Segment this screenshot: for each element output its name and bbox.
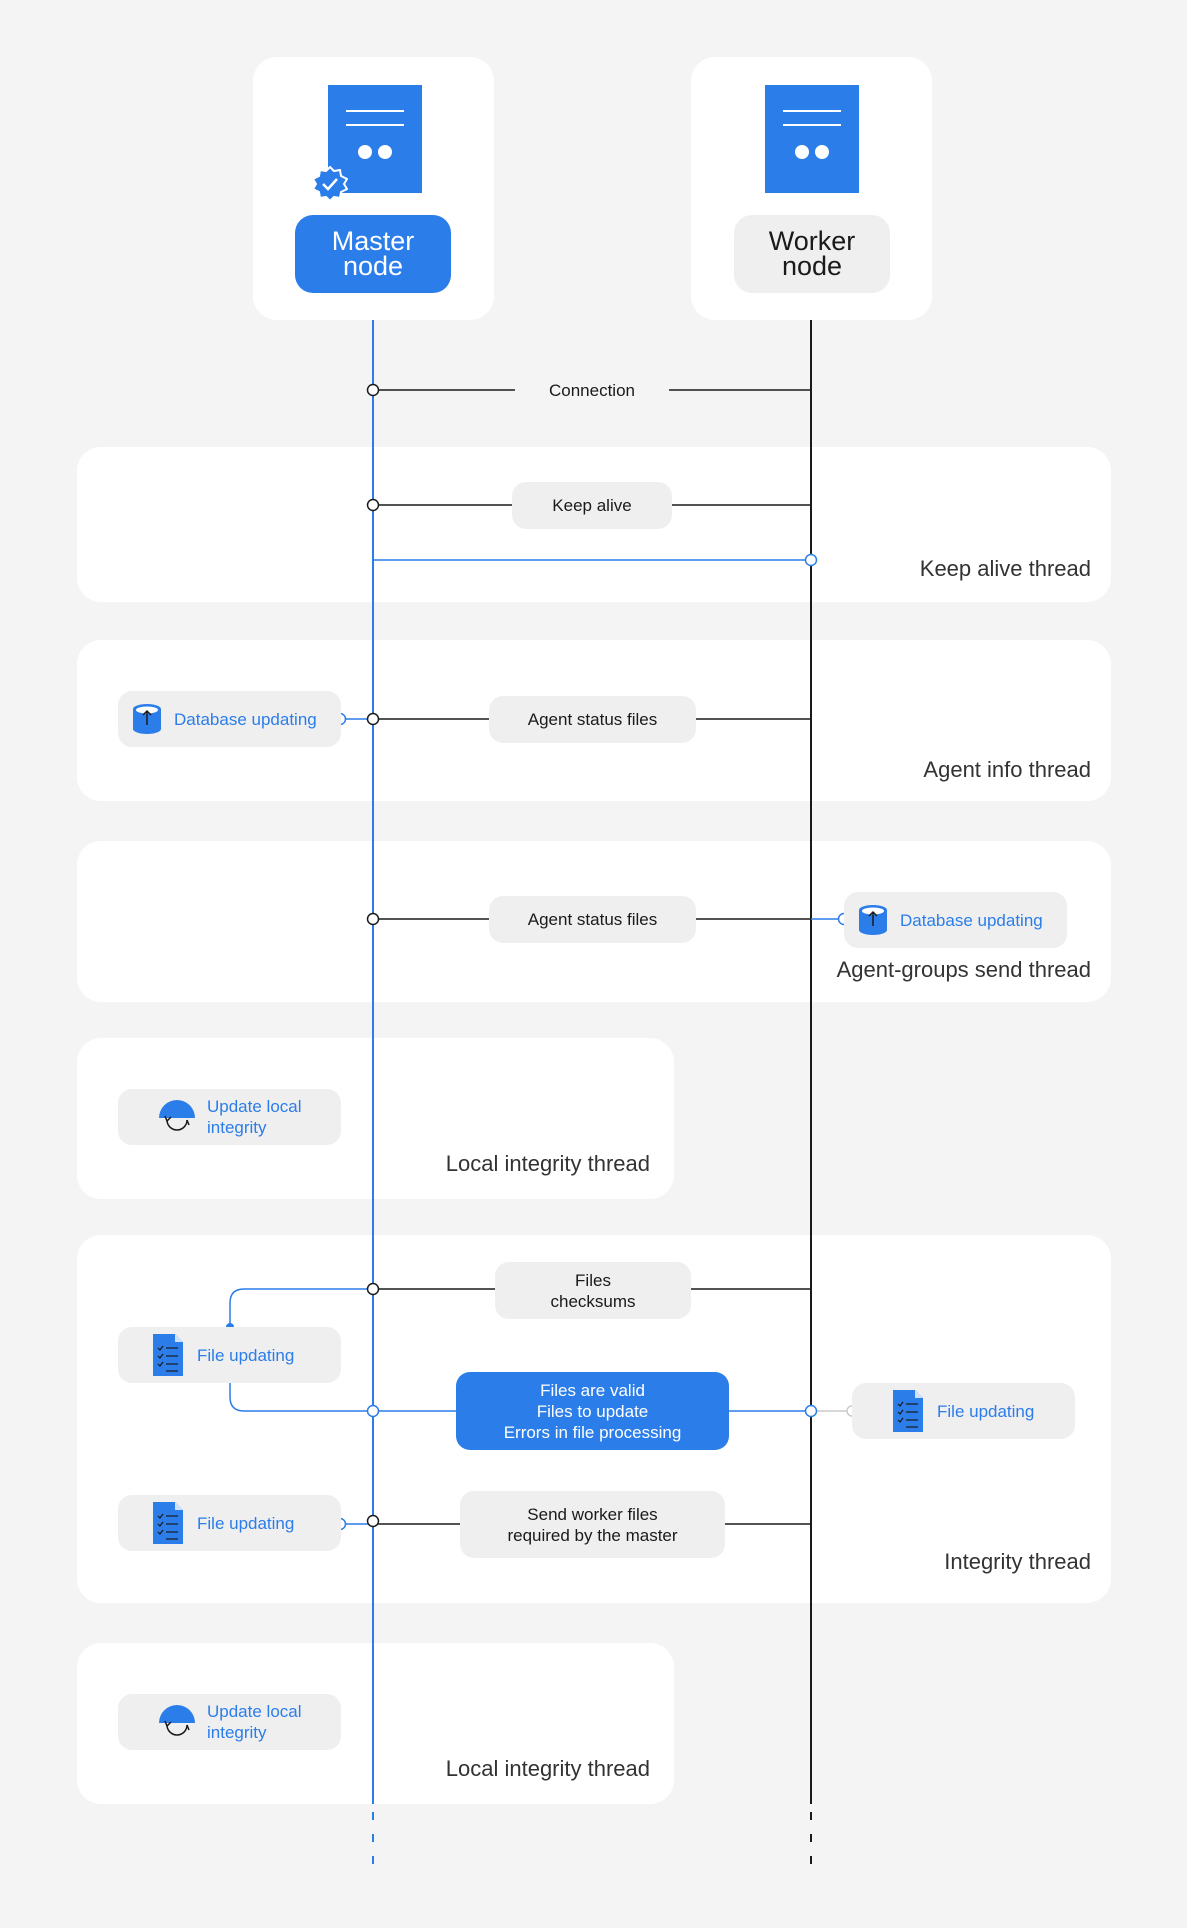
database-updating-master[interactable]: Database updating	[118, 691, 341, 747]
database-upload-icon	[858, 904, 888, 936]
agent-groups-thread-label: Agent-groups send thread	[836, 957, 1091, 982]
connection-endpoint	[366, 383, 380, 397]
refresh-icon	[157, 1703, 197, 1741]
local-integrity-thread-label-1: Local integrity thread	[445, 1151, 650, 1176]
agent-status-files-message-1: Agent status files	[489, 696, 696, 743]
database-updating-label: Database updating	[174, 709, 317, 729]
worker-node-title[interactable]: Worker node	[734, 215, 890, 293]
update-local-integrity-label: Update local integrity	[207, 1702, 302, 1742]
agent-info-thread-label: Agent info thread	[923, 757, 1091, 782]
file-updating-master-2[interactable]: File updating	[118, 1495, 341, 1551]
update-local-integrity-1[interactable]: Update local integrity	[118, 1089, 341, 1145]
keep-alive-message: Keep alive	[512, 482, 672, 529]
agent-status-files-message-2: Agent status files	[489, 896, 696, 943]
database-upload-icon	[132, 703, 162, 735]
update-local-integrity-2[interactable]: Update local integrity	[118, 1694, 341, 1750]
server-icon	[765, 85, 859, 193]
file-updating-label: File updating	[197, 1345, 295, 1365]
master-node-title[interactable]: Master node	[295, 215, 451, 293]
refresh-icon	[157, 1098, 197, 1136]
file-updating-label: File updating	[197, 1513, 295, 1533]
file-updating-master-1[interactable]: File updating	[118, 1327, 341, 1383]
file-checklist-icon	[893, 1390, 923, 1432]
integrity-thread-label: Integrity thread	[944, 1549, 1091, 1574]
keep-alive-thread-label: Keep alive thread	[919, 556, 1091, 581]
local-integrity-thread-label-2: Local integrity thread	[445, 1756, 650, 1781]
database-updating-label: Database updating	[900, 910, 1043, 930]
file-updating-label: File updating	[937, 1401, 1035, 1421]
send-worker-files-message: Send worker files required by the master	[460, 1491, 725, 1558]
file-updating-worker[interactable]: File updating	[852, 1383, 1075, 1439]
files-checksums-message: Files checksums	[495, 1262, 691, 1319]
file-checklist-icon	[153, 1502, 183, 1544]
update-local-integrity-label: Update local integrity	[207, 1097, 302, 1137]
database-updating-worker[interactable]: Database updating	[844, 892, 1067, 948]
server-icon	[328, 85, 422, 193]
file-checklist-icon	[153, 1334, 183, 1376]
files-result-message: Files are valid Files to update Errors i…	[456, 1372, 729, 1450]
connection-message: Connection	[515, 368, 669, 412]
verified-badge-icon	[311, 165, 349, 203]
